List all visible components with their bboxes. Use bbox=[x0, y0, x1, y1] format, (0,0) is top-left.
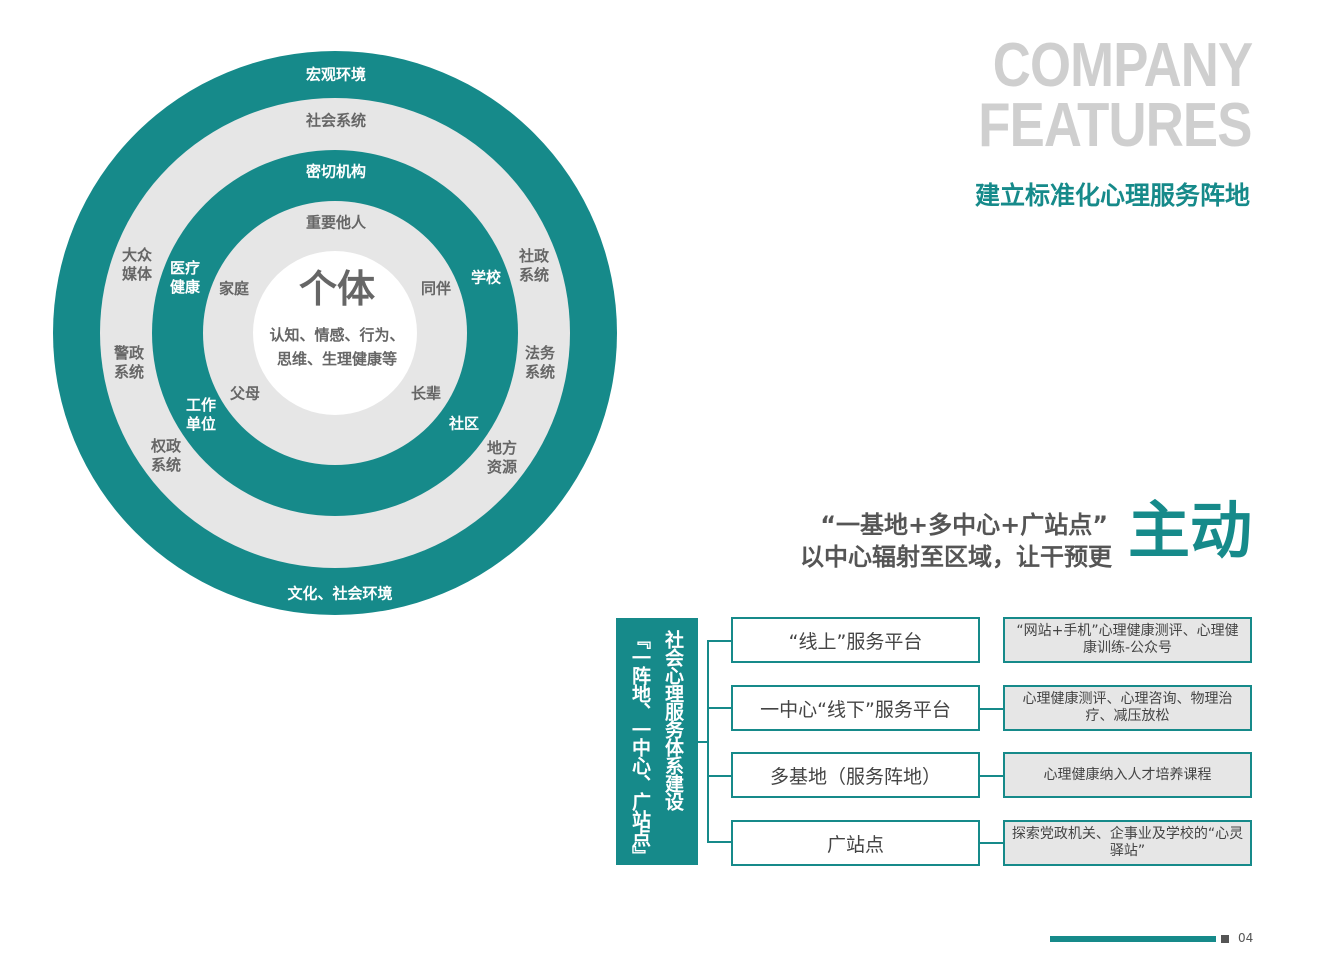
page-number: 04 bbox=[1238, 931, 1254, 945]
connector bbox=[707, 640, 732, 642]
desc-online: “网站+手机”心理健康测评、心理健康训练-公众号 bbox=[1003, 617, 1252, 663]
label-school: 学校 bbox=[470, 268, 502, 287]
system-subtitle: 『一阵地、一中心、广站点』 bbox=[629, 630, 651, 864]
desc-bases: 心理健康纳入人才培养课程 bbox=[1003, 752, 1252, 798]
label-media: 大众 媒体 bbox=[121, 246, 153, 283]
connector bbox=[698, 741, 708, 743]
connector bbox=[707, 775, 732, 777]
label-culture: 文化、社会环境 bbox=[287, 584, 393, 603]
label-legal: 法务 系统 bbox=[524, 344, 556, 381]
slogan-big: 主动 bbox=[1127, 494, 1252, 567]
footer-bar bbox=[1050, 936, 1216, 942]
system-title-box: 社会心理服务体系建设 『一阵地、一中心、广站点』 bbox=[616, 618, 698, 865]
label-civil: 社政 系统 bbox=[518, 247, 550, 284]
label-authority: 权政 系统 bbox=[150, 437, 182, 474]
label-individual: 个体 bbox=[298, 267, 376, 311]
label-significant: 重要他人 bbox=[305, 213, 367, 232]
label-close: 密切机构 bbox=[305, 162, 367, 181]
slogan-line1: “一基地+多中心+广站点” bbox=[820, 511, 1108, 539]
label-macro: 宏观环境 bbox=[305, 65, 367, 84]
row-offline: 一中心“线下”服务平台 bbox=[731, 685, 980, 731]
label-parents: 父母 bbox=[229, 384, 261, 403]
ring-core bbox=[253, 251, 417, 415]
row-bases: 多基地（服务阵地） bbox=[731, 752, 980, 798]
label-work: 工作 单位 bbox=[185, 396, 217, 433]
desc-stations: 探索党政机关、企事业及学校的“心灵驿站” bbox=[1003, 820, 1252, 866]
label-social: 社会系统 bbox=[305, 111, 367, 130]
label-local: 地方 资源 bbox=[486, 439, 518, 476]
title-features: FEATURES bbox=[978, 91, 1253, 160]
label-family: 家庭 bbox=[218, 279, 250, 298]
slogan-line2: 以中心辐射至区域，让干预更 bbox=[800, 543, 1112, 571]
row-online: “线上”服务平台 bbox=[731, 617, 980, 663]
connector bbox=[980, 842, 1004, 844]
connector bbox=[707, 640, 709, 842]
connector bbox=[980, 775, 1004, 777]
connector bbox=[707, 841, 732, 843]
row-stations: 广站点 bbox=[731, 820, 980, 866]
label-elders: 长辈 bbox=[410, 384, 442, 403]
system-title: 社会心理服务体系建设 bbox=[662, 630, 684, 810]
desc-offline: 心理健康测评、心理咨询、物理治疗、减压放松 bbox=[1003, 685, 1252, 731]
label-police: 警政 系统 bbox=[113, 344, 145, 381]
connector bbox=[980, 708, 1004, 710]
title-company: COMPANY bbox=[992, 31, 1252, 100]
label-individual-desc: 认知、情感、行为、 思维、生理健康等 bbox=[269, 326, 405, 368]
label-community: 社区 bbox=[448, 414, 480, 433]
label-peers: 同伴 bbox=[420, 279, 452, 298]
footer-square-icon bbox=[1221, 935, 1229, 943]
subtitle: 建立标准化心理服务阵地 bbox=[974, 181, 1250, 210]
label-medical: 医疗 健康 bbox=[169, 259, 201, 296]
connector bbox=[707, 707, 732, 709]
